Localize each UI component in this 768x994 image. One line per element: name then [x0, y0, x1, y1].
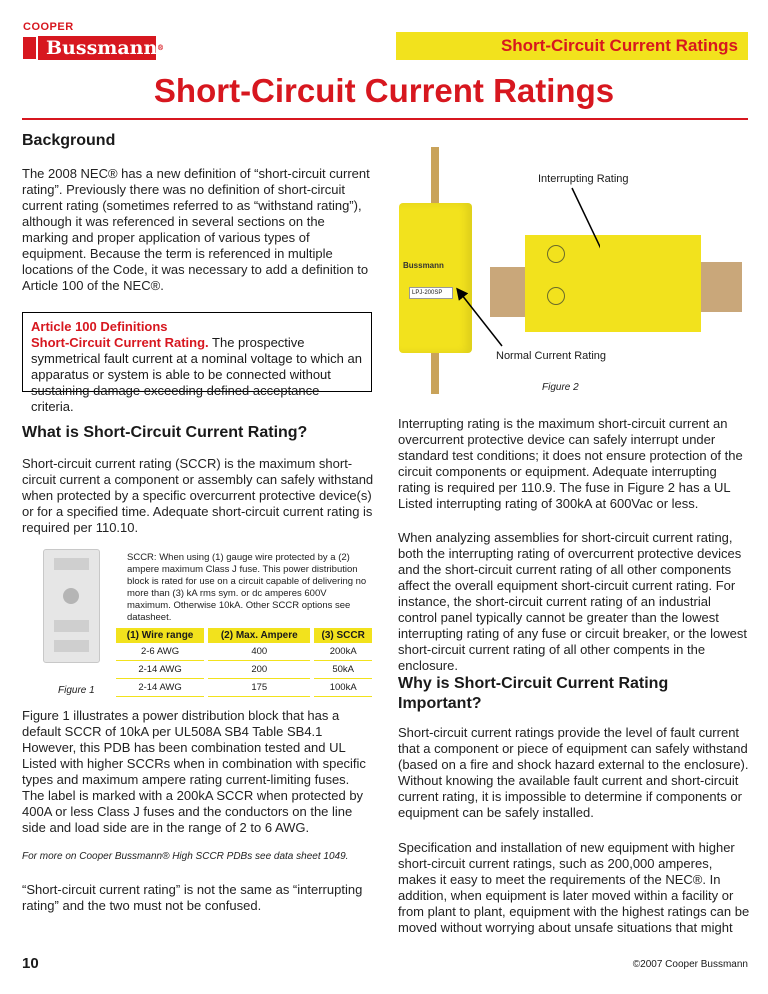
logo-registered-mark: ®	[157, 43, 164, 52]
normal-current-rating-label: Normal Current Rating	[496, 350, 607, 362]
background-paragraph: The 2008 NEC® has a new definition of “s…	[22, 166, 370, 293]
definition-text: The prospective symmetrical fault curren…	[31, 335, 362, 414]
sccr-table-cell: 50kA	[310, 660, 372, 679]
sccr-table-row: 2-14 AWG 200 50kA	[116, 660, 372, 679]
definition-box: Article 100 Definitions Short-Circuit Cu…	[22, 312, 372, 414]
sccr-table-cell: 2-14 AWG	[116, 660, 207, 679]
sccr-table-cell: 200kA	[310, 643, 372, 661]
fuse-blade-right	[698, 262, 742, 312]
title-divider	[22, 118, 748, 120]
analysis-paragraph: When analyzing assemblies for short-circ…	[398, 530, 748, 673]
page-title: Short-Circuit Current Ratings	[153, 72, 615, 109]
sccr-table-cell: 200	[204, 660, 313, 679]
sccr-table-header: (2) Max. Ampere	[204, 628, 313, 643]
fuse-blade-left	[490, 267, 530, 317]
sccr-table-row: 2-14 AWG 175 100kA	[116, 678, 372, 697]
sccr-table-cell: 2-6 AWG	[116, 643, 207, 661]
sccr-label-note: SCCR: When using (1) gauge wire protecte…	[127, 552, 367, 623]
fuse-body-large	[525, 235, 701, 332]
ul-mark-icon	[547, 287, 565, 305]
figure1-explanation: Figure 1 illustrates a power distributio…	[22, 708, 366, 835]
background-heading: Background	[22, 132, 116, 149]
pdb-label-plate	[54, 620, 89, 632]
sccr-table-cell: 400	[204, 643, 313, 661]
csa-mark-icon	[547, 245, 565, 263]
fuse-rod-top	[431, 147, 439, 207]
cooper-logo-text: COOPER	[23, 21, 74, 33]
sccr-table: (1) Wire range (2) Max. Ampere (3) SCCR …	[116, 628, 372, 697]
closing-paragraph: “Short-circuit current rating” is not th…	[22, 882, 363, 913]
why-important-heading: Why is Short-Circuit Current Rating Impo…	[398, 675, 669, 712]
pdb-top-slot	[54, 558, 89, 570]
what-is-paragraph: Short-circuit current rating (SCCR) is t…	[22, 456, 374, 535]
definition-body: Short-Circuit Current Rating. The prospe…	[31, 335, 363, 415]
sccr-table-header: (3) SCCR	[310, 628, 372, 643]
fuse-part-label: LPJ-200SP	[409, 287, 453, 299]
figure1-caption: Figure 1	[58, 685, 95, 696]
bussmann-logo-text: Bussmann	[46, 37, 158, 59]
power-distribution-block-image	[43, 549, 100, 663]
pdb-bottom-slot	[54, 640, 89, 652]
sccr-table-header-row: (1) Wire range (2) Max. Ampere (3) SCCR	[116, 628, 372, 643]
why-important-paragraph: Short-circuit current ratings provide th…	[398, 725, 749, 820]
bussmann-logo: Bussmann®	[38, 36, 164, 60]
fuse-rod-bottom	[431, 350, 439, 394]
sccr-table-cell: 100kA	[310, 678, 372, 697]
definition-title: Article 100 Definitions	[31, 319, 168, 334]
pdb-terminal	[63, 588, 79, 604]
figure2-arrows	[456, 187, 600, 347]
page-number: 10	[22, 955, 39, 972]
sccr-table-cell: 2-14 AWG	[116, 678, 207, 697]
header-band	[396, 32, 748, 60]
sccr-table-header: (1) Wire range	[116, 628, 207, 643]
normal-current-arrow	[456, 287, 503, 347]
pdb-datasheet-note: For more on Cooper Bussmann® High SCCR P…	[22, 851, 349, 862]
interrupting-arrow	[571, 187, 600, 249]
interrupting-rating-paragraph: Interrupting rating is the maximum short…	[398, 416, 743, 511]
figure2-caption: Figure 2	[542, 382, 579, 393]
logo-mark	[23, 37, 36, 59]
fuse-brand-text: Bussmann	[403, 261, 444, 270]
sccr-table-cell: 175	[204, 678, 313, 697]
fuse-body-small	[399, 203, 472, 353]
sccr-table-row: 2-6 AWG 400 200kA	[116, 643, 372, 661]
what-is-heading: What is Short-Circuit Current Rating?	[22, 424, 308, 441]
section-title: Short-Circuit Current Ratings	[500, 36, 738, 55]
specification-paragraph: Specification and installation of new eq…	[398, 840, 750, 935]
copyright: ©2007 Cooper Bussmann	[632, 959, 748, 970]
definition-term: Short-Circuit Current Rating.	[31, 335, 209, 350]
interrupting-rating-label: Interrupting Rating	[538, 173, 629, 185]
